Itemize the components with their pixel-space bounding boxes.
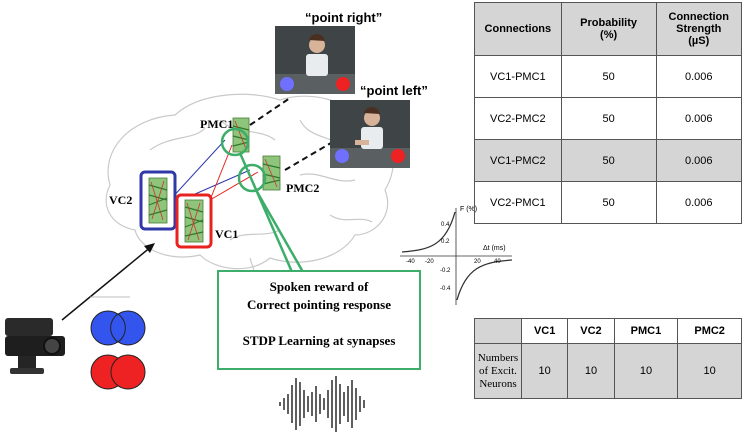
table-cell: 50	[560, 55, 657, 98]
reward-line-3: STDP Learning at synapses	[242, 333, 396, 348]
table-cell: 10	[520, 343, 569, 399]
header-vc2: VC2	[567, 318, 615, 344]
table-row: VC2-PMC1 50 0.006	[474, 181, 742, 224]
table-row: Numbers of Excit. Neurons 10 10 10 10	[474, 343, 742, 399]
vc2-label: VC2	[109, 193, 133, 207]
stdp-plot	[400, 208, 513, 305]
table-row: VC1-PMC1 50 0.006	[474, 55, 742, 98]
dashed-link-lines	[249, 97, 337, 171]
table-header-row: Connections Probability (%) Connection S…	[474, 2, 742, 56]
table-cell: 50	[560, 139, 657, 182]
stdp-x-tick: -20	[425, 259, 434, 265]
table-cell: VC1-PMC1	[474, 55, 562, 98]
stdp-x-tick: 20	[474, 259, 481, 265]
table-row: VC1-PMC2 50 0.006	[474, 139, 742, 182]
table-cell: 50	[560, 97, 657, 140]
reward-line-1: Spoken reward of	[269, 279, 369, 294]
stdp-y-tick: 0.2	[441, 239, 450, 245]
stdp-x-tick: 40	[494, 259, 501, 265]
stdp-x-label: Δt (ms)	[483, 245, 506, 252]
pmc2-label: PMC2	[286, 181, 320, 195]
connections-table: Connections Probability (%) Connection S…	[474, 2, 742, 224]
table-cell: VC2-PMC2	[474, 97, 562, 140]
header-pmc2: PMC2	[677, 318, 742, 344]
stdp-y-tick: -0.4	[440, 286, 451, 292]
table-cell: 0.006	[655, 55, 742, 98]
table-cell: 50	[560, 181, 657, 224]
point-right-label: “point right”	[305, 10, 383, 25]
table-cell: 0.006	[655, 97, 742, 140]
stdp-y-tick: 0.4	[441, 222, 450, 228]
vc1-cluster	[175, 193, 213, 249]
table-cell: 0.006	[655, 181, 742, 224]
table-cell: VC2-PMC1	[474, 181, 562, 224]
table-cell: 10	[613, 343, 679, 399]
header-blank	[474, 318, 522, 344]
reward-connector-lines	[238, 152, 305, 273]
table-cell: 10	[567, 343, 615, 399]
header-connections: Connections	[474, 2, 562, 56]
row-label-line: Numbers	[477, 351, 519, 364]
stdp-x-tick: -40	[406, 259, 415, 265]
stdp-y-label: F (%)	[460, 206, 478, 213]
sound-waveform	[279, 376, 365, 432]
table-cell: VC1-PMC2	[474, 139, 562, 182]
header-vc1: VC1	[520, 318, 569, 344]
stdp-y-tick: -0.2	[440, 268, 451, 274]
vc2-cluster	[139, 170, 177, 231]
header-pmc1: PMC1	[613, 318, 679, 344]
header-probability: Probability (%)	[560, 2, 657, 56]
table-cell: 0.006	[655, 139, 742, 182]
pmc2-cluster	[237, 155, 281, 193]
vc1-label: VC1	[215, 227, 239, 241]
venn-blue	[90, 310, 146, 346]
avatar-screen-right	[275, 26, 355, 94]
table-cell: 10	[677, 343, 742, 399]
camera-icon	[5, 318, 65, 374]
venn-red	[90, 354, 146, 390]
point-left-label: “point left”	[360, 83, 428, 98]
pmc1-label: PMC1	[200, 117, 234, 131]
table-row: VC2-PMC2 50 0.006	[474, 97, 742, 140]
reward-box: Spoken reward of Correct pointing respon…	[217, 270, 421, 370]
table-header-row: VC1 VC2 PMC1 PMC2	[474, 318, 742, 344]
reward-line-2: Correct pointing response	[247, 297, 391, 312]
header-strength: Connection Strength (µS)	[655, 2, 742, 56]
stdp-curve-negative	[456, 259, 513, 301]
camera-arrow	[61, 243, 155, 321]
row-label: Numbers of Excit. Neurons	[474, 343, 522, 399]
row-label-line: Neurons	[479, 377, 517, 390]
pmc1-cluster	[220, 117, 250, 157]
row-label-line: of Excit.	[479, 364, 517, 377]
neurons-table: VC1 VC2 PMC1 PMC2 Numbers of Excit. Neur…	[474, 318, 742, 399]
stdp-curve-positive	[401, 211, 456, 253]
avatar-screen-left	[330, 100, 410, 168]
